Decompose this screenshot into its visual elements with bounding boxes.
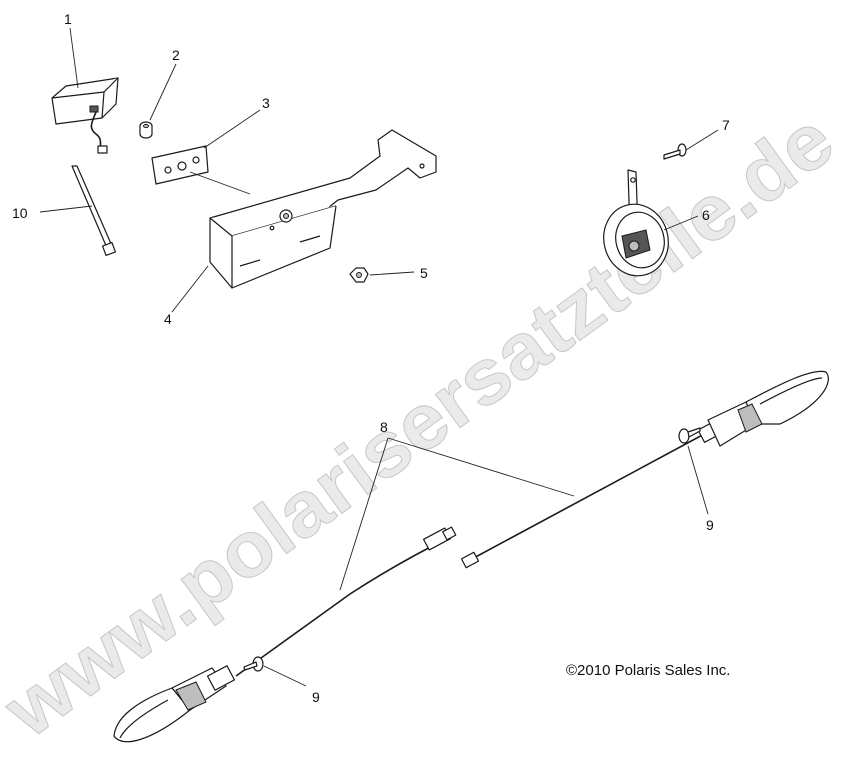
callout-2: 2: [172, 47, 180, 63]
leader-8a: [339, 437, 389, 591]
copyright-notice: ©2010 Polaris Sales Inc.: [566, 662, 731, 679]
leader-3: [203, 109, 261, 149]
part-4-bracket: [209, 129, 437, 289]
callout-6: 6: [702, 207, 710, 223]
leader-3b: [189, 171, 251, 195]
leader-2: [149, 63, 177, 121]
callout-10: 10: [12, 205, 28, 221]
part-10-cable-tie: [71, 165, 117, 257]
part-9-screw-lower: [243, 656, 264, 672]
part-8-turn-signal-right: [460, 370, 829, 569]
callout-1: 1: [64, 11, 72, 27]
part-2-spacer: [139, 121, 153, 139]
part-3-plate: [151, 145, 209, 185]
callout-5: 5: [420, 265, 428, 281]
callout-7: 7: [722, 117, 730, 133]
part-8-turn-signal-left: [113, 526, 457, 743]
leader-5: [369, 271, 415, 276]
leader-6: [663, 215, 699, 231]
leader-4: [171, 265, 209, 313]
part-6-horn: [603, 169, 669, 277]
callout-4: 4: [164, 311, 172, 327]
callout-3: 3: [262, 95, 270, 111]
callout-9-upper: 9: [706, 517, 714, 533]
part-7-screw: [663, 143, 687, 160]
part-1-tail-light: [51, 77, 119, 154]
part-5-nut: [349, 267, 369, 283]
leader-9b: [263, 665, 307, 687]
leader-7: [685, 129, 719, 151]
callout-9-lower: 9: [312, 689, 320, 705]
part-9-screw-upper: [678, 427, 701, 444]
leader-1: [69, 27, 79, 89]
leader-lines: [39, 27, 719, 687]
callout-labels: 1 2 3 4 5 6 7 8 9 9 10: [12, 11, 730, 705]
callout-8: 8: [380, 419, 388, 435]
leader-9a: [687, 445, 709, 515]
leader-8b: [387, 437, 575, 497]
leader-10: [39, 205, 93, 213]
